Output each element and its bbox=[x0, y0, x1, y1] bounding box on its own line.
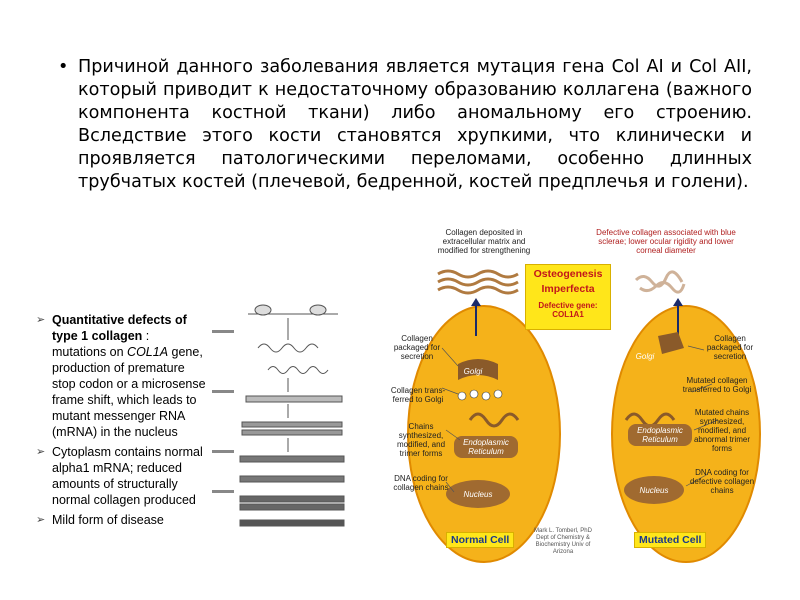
label-mut-dna: DNA coding for defective collagen chains bbox=[689, 468, 755, 495]
label-deposited: Collagen deposited in extracellular matr… bbox=[437, 228, 531, 255]
vesicles bbox=[457, 389, 503, 401]
mutated-cell-badge: Mutated Cell bbox=[634, 532, 707, 548]
label-mut-transfer: Mutated collagen transferred to Golgi bbox=[682, 376, 752, 394]
mrna-defect-diagram bbox=[212, 304, 345, 527]
oi-title-line2: Imperfecta bbox=[541, 283, 595, 295]
arrow-bullet-icon: ➢ bbox=[36, 314, 46, 326]
label-normal-transfer: Collagen trans- ferred to Golgi bbox=[390, 386, 446, 404]
list-item: ➢ Mild form of disease bbox=[36, 512, 206, 528]
item-text: gene, production of premature stop codon… bbox=[52, 345, 206, 439]
collagen-defects-list: ➢ Quantitative defects of type 1 collage… bbox=[36, 312, 206, 532]
figure-credit: Mark L. Tomberl, PhD Dept of Chemistry &… bbox=[534, 528, 592, 555]
osteogenesis-imperfecta-figure: Collagen deposited in extracellular matr… bbox=[388, 224, 774, 564]
main-paragraph: Причиной данного заболевания является му… bbox=[78, 57, 752, 192]
normal-cell-body bbox=[407, 305, 561, 563]
list-item: ➢ Quantitative defects of type 1 collage… bbox=[36, 312, 206, 440]
oi-sub-line2: COL1A1 bbox=[552, 310, 584, 319]
oi-title-line1: Osteogenesis bbox=[533, 268, 603, 280]
label-normal-golgi: Collagen packaged for secretion bbox=[393, 334, 441, 361]
nucleus-label-mutated: Nucleus bbox=[639, 486, 669, 495]
nucleus-mutated bbox=[624, 476, 684, 504]
item-text: : mutations on bbox=[52, 329, 150, 359]
arrow-bullet-icon: ➢ bbox=[36, 514, 46, 526]
oi-sub-line1: Defective gene: bbox=[538, 301, 598, 310]
defective-fibers bbox=[634, 270, 686, 294]
golgi-mutated bbox=[658, 332, 684, 354]
gene-name: COL1A bbox=[127, 345, 169, 359]
label-defective: Defective collagen associated with blue … bbox=[596, 228, 736, 255]
label-mut-golgi: Collagen packaged for secretion bbox=[706, 334, 754, 361]
oi-title-box: Osteogenesis Imperfecta Defective gene: … bbox=[525, 264, 611, 330]
item-text: Mild form of disease bbox=[52, 513, 164, 527]
list-item: ➢ Cytoplasm contains normal alpha1 mRNA;… bbox=[36, 444, 206, 508]
golgi-normal bbox=[458, 359, 498, 380]
nucleus-label-normal: Nucleus bbox=[463, 490, 493, 499]
normal-cell-badge: Normal Cell bbox=[446, 532, 515, 548]
label-normal-chains: Chains synthesized, modified, and trimer… bbox=[396, 422, 446, 458]
arrow-bullet-icon: ➢ bbox=[36, 446, 46, 458]
item-heading: Quantitative defects of type 1 collagen bbox=[52, 313, 187, 343]
nucleus-normal bbox=[446, 480, 510, 508]
bullet-marker: • bbox=[58, 57, 69, 77]
item-text: Cytoplasm contains normal alpha1 mRNA; r… bbox=[52, 445, 203, 507]
pointer-lines bbox=[441, 345, 719, 493]
er-normal bbox=[454, 436, 518, 458]
label-mut-chains: Mutated chains synthesized, modified, an… bbox=[693, 408, 750, 453]
golgi-label-normal: Golgi bbox=[463, 367, 483, 376]
main-bullet-paragraph: • Причиной данного заболевания является … bbox=[58, 56, 752, 194]
er-folds bbox=[468, 412, 520, 428]
er-mutated bbox=[628, 424, 692, 446]
label-normal-dna: DNA coding for collagen chains bbox=[393, 474, 449, 492]
golgi-label-mutated: Golgi bbox=[635, 352, 655, 361]
collagen-fibers bbox=[437, 269, 519, 295]
cell-shapes bbox=[407, 269, 761, 563]
